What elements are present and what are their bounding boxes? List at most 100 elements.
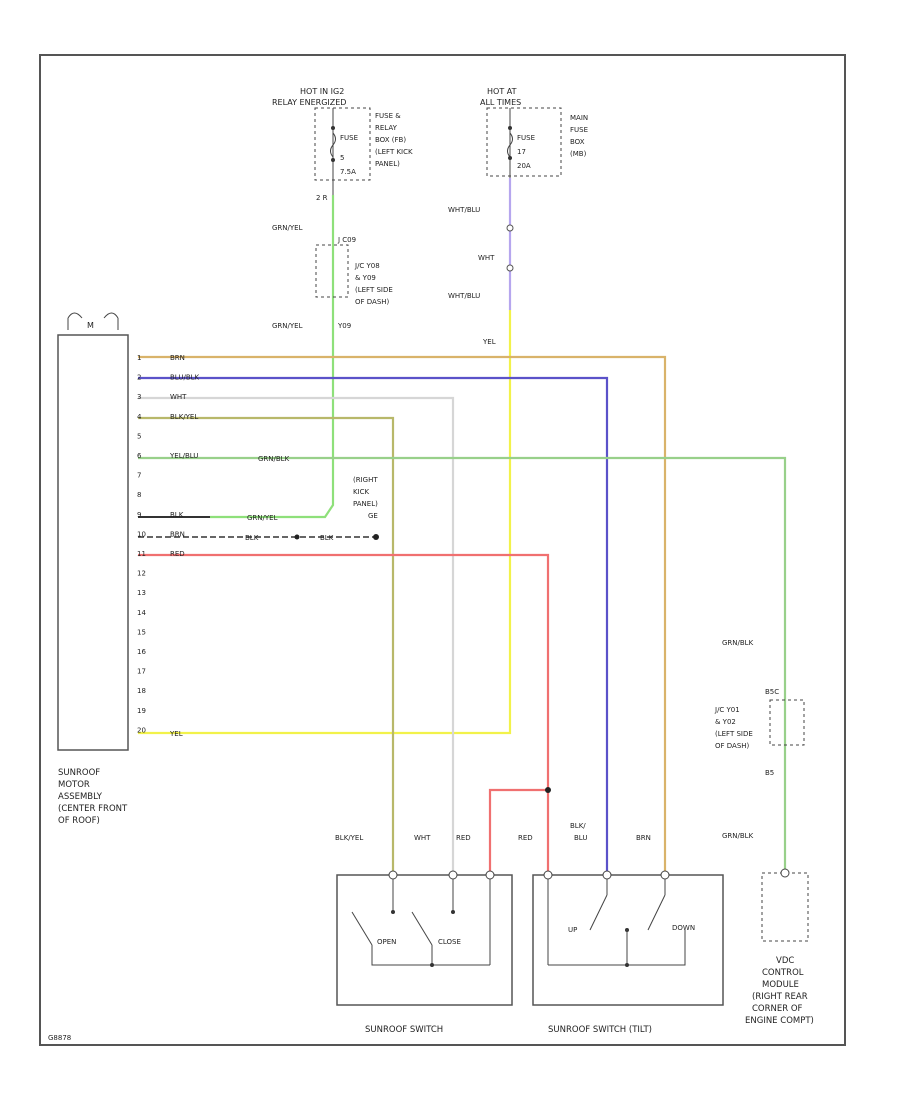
fuse2-symbol [507, 132, 513, 158]
wire-label-blk: BLK [245, 534, 259, 542]
fuse2-box-line-3: BOX [570, 138, 585, 146]
fuse1-box-line-2: RELAY [375, 124, 398, 132]
sw-wire-blu-1: BLK/ [570, 822, 586, 830]
diagram-frame [39, 54, 846, 1046]
motor-pin-wire-label: WHT [170, 393, 187, 401]
sw-wire-blu-2: BLU [574, 834, 587, 842]
sw-wire-red: RED [456, 834, 471, 842]
wire-grn-blk [138, 456, 787, 873]
sw-wire-wht: WHT [414, 834, 431, 842]
motor-pin-number: 3 [137, 393, 141, 401]
motor-pin-number: 18 [137, 687, 146, 695]
motor-pin-wire-label: BLK/YEL [170, 413, 198, 421]
motor-pin-wire-label: BRN [170, 530, 185, 538]
motor-pin-number: 7 [137, 472, 141, 480]
motor-pin-wire-label: YEL/BLU [169, 452, 198, 460]
motor-pin-number: 11 [137, 550, 146, 558]
switch1-open-contact [351, 911, 373, 946]
sw-wire-brn: BRN [636, 834, 651, 842]
motor-pin-number: 1 [137, 354, 141, 362]
motor-caption-1: SUNROOF [58, 768, 100, 778]
motor-pin-wire-label: BRN [170, 354, 185, 362]
switch2-down-label: DOWN [672, 924, 695, 932]
switch1-box [336, 874, 513, 1006]
fuse2-box-line-2: FUSE [570, 126, 588, 134]
fuse1-box-line-1: FUSE & [375, 112, 401, 120]
wire-label-grn-yel: GRN/YEL [272, 224, 303, 232]
switch2-up-label: UP [568, 926, 577, 934]
jc2-label-1: J/C Y01 [714, 706, 740, 714]
fuse2-box-line-1: MAIN [570, 114, 588, 122]
motor-pin-wire-label: BLU/BLK [170, 374, 200, 382]
wire-label-grn-blk-3: GRN/BLK [722, 832, 754, 840]
power-source-fuse-5: HOT IN IG2 RELAY ENERGIZED FUSE 5 7.5A F… [272, 87, 413, 202]
fuse1-box-line-3: BOX (FB) [375, 136, 406, 144]
jc2-bottom: B5 [765, 769, 774, 777]
corner-code: G8878 [48, 1034, 71, 1042]
motor-wire-label-yel: YEL [169, 730, 183, 738]
wire-label-grn-yel-motor: GRN/YEL [247, 514, 278, 522]
fuse1-symbol [330, 132, 336, 158]
motor-pin-number: 2 [137, 374, 141, 382]
motor-pin-number: 10 [137, 530, 146, 538]
hot1-label-1: HOT IN IG2 [300, 87, 344, 96]
motor-caption-3: ASSEMBLY [58, 792, 103, 802]
hot2-label-2: ALL TIMES [480, 98, 521, 107]
gd-label-3: PANEL) [353, 500, 378, 508]
vdc-caption-3: MODULE [762, 980, 799, 990]
fuse1-label: FUSE [340, 134, 358, 142]
motor-pin-wire-label: BLK [170, 511, 184, 519]
wire-brn [138, 355, 667, 873]
motor-pin-number: 16 [137, 648, 146, 656]
wire-label-blk-2: BLK [320, 534, 334, 542]
vdc-caption-2: CONTROL [762, 968, 804, 978]
gd-label-1: (RIGHT [353, 476, 378, 484]
switch1-open-label: OPEN [377, 938, 396, 946]
wire-label-wht: WHT [478, 254, 495, 262]
vdc-caption-6: ENGINE COMPT) [745, 1016, 814, 1026]
wire-red-branch [488, 788, 548, 873]
fuse2-box-line-4: (MB) [570, 150, 587, 158]
switch1-close-contact [411, 911, 433, 946]
jc2-label-2: & Y02 [715, 718, 736, 726]
fuse2-label: FUSE [517, 134, 535, 142]
motor-pin-number: 19 [137, 707, 146, 715]
jc2-top: B5C [765, 688, 779, 696]
motor-box [57, 334, 129, 751]
power-source-fuse-17: HOT AT ALL TIMES FUSE 17 20A MAIN FUSE B… [480, 87, 588, 180]
motor-pin-number: 15 [137, 628, 146, 636]
switch1-close-label: CLOSE [438, 938, 461, 946]
fuse1-amp: 7.5A [340, 168, 356, 176]
jc-label-2: & Y09 [355, 274, 376, 282]
motor-pin-wire-label: RED [170, 550, 185, 558]
jc-label-1: J/C Y08 [354, 262, 380, 270]
jc-label-3: (LEFT SIDE [355, 286, 393, 294]
wire-blk-yel [138, 416, 395, 873]
fuse1-box-line-4: (LEFT KICK [375, 148, 413, 156]
red-splice [545, 787, 551, 793]
motor-pin-number: 13 [137, 589, 146, 597]
switch2-up-contact [589, 894, 608, 931]
switch1-caption: SUNROOF SWITCH [365, 1025, 443, 1035]
switch2-down-contact [647, 894, 666, 931]
hot2-label-1: HOT AT [487, 87, 517, 96]
sw-wire-red-2: RED [518, 834, 533, 842]
splice-pin-label: 2 R [316, 194, 328, 202]
motor-caption-5: OF ROOF) [58, 816, 100, 826]
jc-top-label: J C09 [337, 236, 356, 244]
wire-label-grn-yel-2: GRN/YEL [272, 322, 303, 330]
motor-pin-number: 4 [137, 413, 142, 421]
gd-label-2: KICK [353, 488, 370, 496]
fuse1-box-line-5: PANEL) [375, 160, 400, 168]
wire-label-wht-blu: WHT/BLU [448, 206, 480, 214]
motor-pin-number: 17 [137, 668, 146, 676]
motor-pin-number: 8 [137, 491, 141, 499]
wire-label-yel: YEL [482, 338, 496, 346]
motor-pin-number: 6 [137, 452, 142, 460]
jc-y01-box [769, 699, 805, 746]
sunroof-switch: OPEN CLOSE SUNROOF SWITCH [336, 870, 513, 1035]
switch2-caption: SUNROOF SWITCH (TILT) [548, 1025, 652, 1035]
vdc-caption-1: VDC [776, 956, 794, 966]
